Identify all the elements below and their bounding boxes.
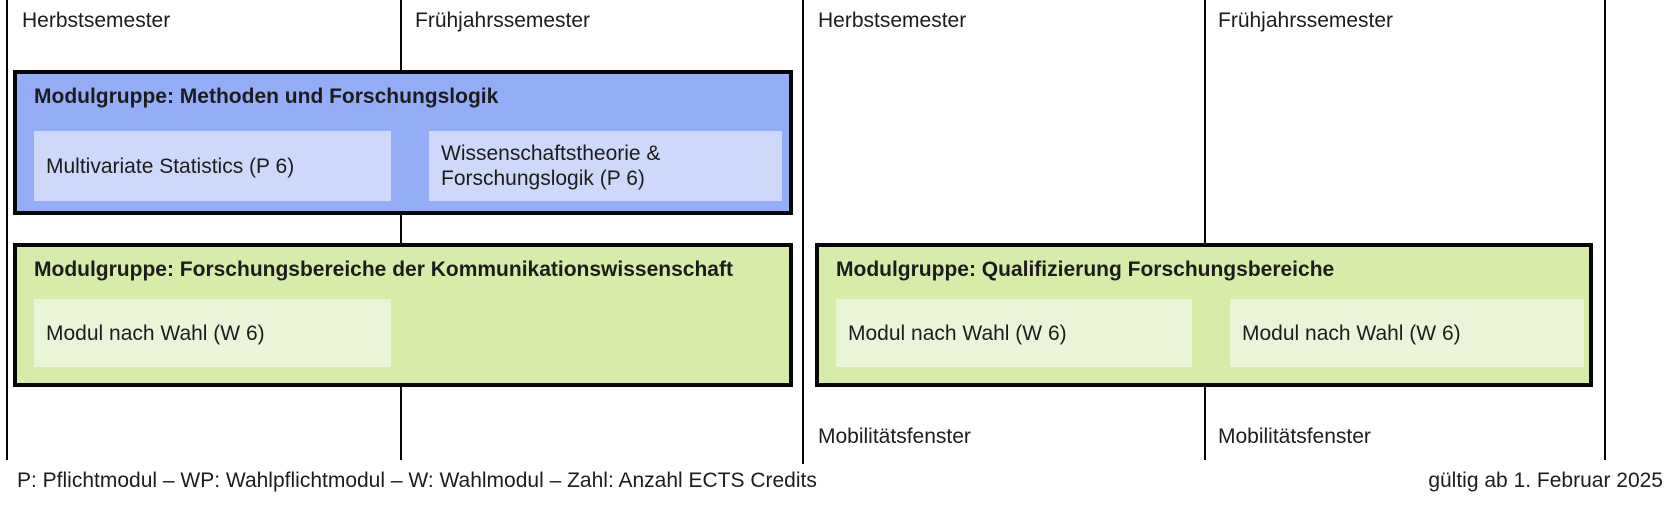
left-table-col1-header: Herbstsemester <box>22 9 171 32</box>
right-table-right-border <box>1604 0 1606 460</box>
module-cell-modul-nach-wahl: Modul nach Wahl (W 6) <box>836 299 1192 367</box>
mobility-window-label-col1: Mobilitätsfenster <box>818 425 971 448</box>
right-table-column-divider <box>1204 0 1206 460</box>
module-cell-wissenschaftstheorie: Wissenschaftstheorie & Forschungslogik (… <box>429 131 782 201</box>
right-table-col1-header: Herbstsemester <box>818 9 967 32</box>
module-cell-multivariate-statistics: Multivariate Statistics (P 6) <box>34 131 391 201</box>
module-group-methoden-title: Modulgruppe: Methoden und Forschungslogi… <box>34 85 499 108</box>
module-group-qualifizierung-title: Modulgruppe: Qualifizierung Forschungsbe… <box>836 258 1335 281</box>
left-table-column-divider <box>400 0 402 460</box>
module-group-methoden: Modulgruppe: Methoden und Forschungslogi… <box>13 70 793 215</box>
module-group-forschungsbereiche: Modulgruppe: Forschungsbereiche der Komm… <box>13 243 793 387</box>
legend-text: P: Pflichtmodul – WP: Wahlpflichtmodul –… <box>17 469 817 492</box>
module-group-forschungsbereiche-title: Modulgruppe: Forschungsbereiche der Komm… <box>34 258 733 281</box>
module-cell-modul-nach-wahl: Modul nach Wahl (W 6) <box>1230 299 1584 367</box>
validity-text: gültig ab 1. Februar 2025 <box>1428 469 1663 492</box>
mobility-window-label-col2: Mobilitätsfenster <box>1218 425 1371 448</box>
left-table-col2-header: Frühjahrssemester <box>415 9 591 32</box>
module-cell-modul-nach-wahl: Modul nach Wahl (W 6) <box>34 299 391 367</box>
module-group-qualifizierung: Modulgruppe: Qualifizierung Forschungsbe… <box>815 243 1593 387</box>
left-table-left-border <box>6 0 8 460</box>
right-table-left-border <box>802 0 804 464</box>
right-table-col2-header: Frühjahrssemester <box>1218 9 1394 32</box>
